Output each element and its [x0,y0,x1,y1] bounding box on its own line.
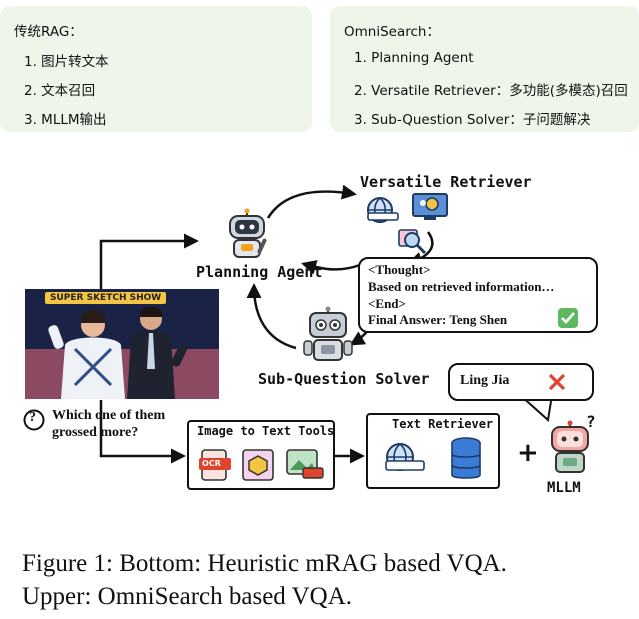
sub-question-solver-robot-icon [303,306,353,361]
thought-text: Based on retrieved information… [368,279,555,294]
omnisearch-panel: OmniSearch： 1. Planning Agent 2. Versati… [330,6,639,132]
ocr-label: OCR [202,459,221,468]
input-photo: SUPER SKETCH SHOW [25,289,219,399]
list-item: 1. Planning Agent [354,50,474,66]
thought-box: <Thought> Based on retrieved information… [358,257,598,333]
web-search-icon [367,197,399,223]
image-to-text-tools-label: Image to Text Tools [197,424,335,438]
mllm-answer-bubble: Ling Jia [448,363,594,401]
question-line: grossed more? [52,425,139,440]
list-item: 2. 文本召回 [24,83,96,99]
panel-title: OmniSearch： [344,24,440,40]
caption-line: Upper: OmniSearch based VQA. [22,583,353,610]
photo-banner: SUPER SKETCH SHOW [45,292,167,304]
question-text: Which one of them grossed more? [52,407,165,441]
versatile-retriever-label: Versatile Retriever [360,173,532,191]
question-mark-icon [23,409,45,431]
people-illustration-icon [48,306,188,399]
image-caption-icon [286,449,324,479]
arrow-photo-to-planning [99,233,199,289]
thought-tag: <Thought> [368,262,431,277]
panel-title: 传统RAG： [14,24,83,40]
database-icon [451,437,481,479]
object-detection-icon [242,449,274,481]
check-icon [558,308,578,328]
traditional-rag-panel: 传统RAG： 1. 图片转文本 2. 文本召回 3. MLLM输出 [0,6,312,132]
arrow-solver-to-planning [246,283,297,350]
caption-line: Figure 1: Bottom: Heuristic mRAG based V… [22,550,507,577]
list-item: 3. Sub-Question Solver：子问题解决 [354,112,591,128]
list-item: 1. 图片转文本 [24,54,109,70]
planning-agent-label: Planning Agent [196,263,323,281]
plus-sign: + [517,438,539,468]
figure-caption: Figure 1: Bottom: Heuristic mRAG based V… [22,547,507,613]
mllm-label: MLLM [547,480,581,496]
arrow-photo-to-tools [99,400,186,464]
text-retriever-box: Text Retriever [366,413,500,489]
mllm-answer-text: Ling Jia [460,373,510,388]
mllm-robot-icon [551,420,589,473]
question-mark-glyph: ? [29,410,36,425]
speech-bubble-tail [519,394,553,422]
list-item: 3. MLLM输出 [24,112,107,128]
arrow-planning-to-retriever [266,184,357,219]
end-tag: <End> [368,296,406,311]
mllm-question-mark: ? [586,412,596,431]
ocr-icon [199,449,231,481]
final-answer-text: Final Answer: Teng Shen [368,312,508,327]
web-search-icon [385,443,425,471]
arrow-thought-to-planning [301,260,361,275]
image-to-text-tools-box: Image to Text Tools OCR [187,420,335,490]
planning-agent-robot-icon [229,208,267,258]
magnifier-search-icon [398,229,427,255]
sub-question-solver-label: Sub-Question Solver [258,370,430,388]
image-search-icon [412,193,448,220]
cross-icon [548,373,566,391]
list-item: 2. Versatile Retriever：多功能(多模态)召回 [354,83,628,99]
question-line: Which one of them [52,408,166,423]
text-retriever-label: Text Retriever [392,417,494,431]
